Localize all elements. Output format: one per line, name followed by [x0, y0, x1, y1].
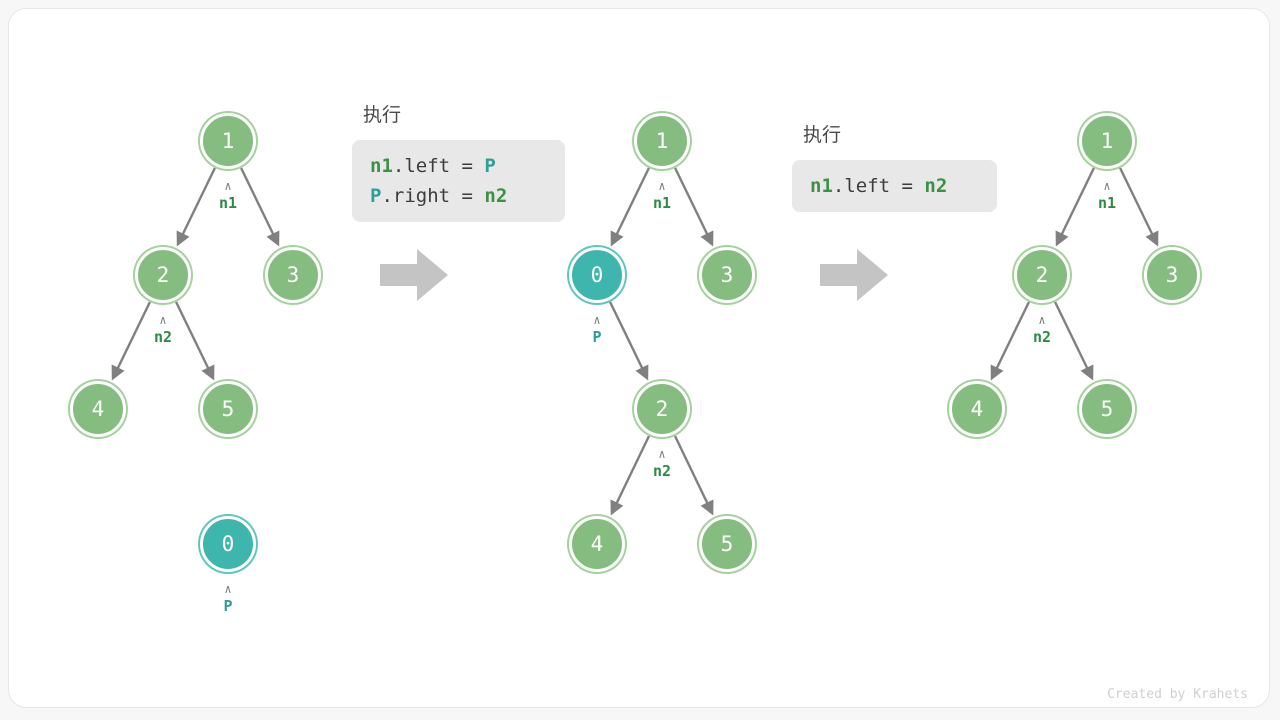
code-token: n2: [484, 185, 508, 207]
tree-node-value: 4: [970, 397, 984, 421]
code-token: P: [370, 185, 382, 207]
caret-icon: ∧: [224, 179, 232, 193]
tree-node-value: 5: [1100, 397, 1114, 421]
tree-node-3[interactable]: 3: [699, 247, 755, 303]
tree-node-5[interactable]: 5: [699, 516, 755, 572]
caption-step-1: 执行: [363, 104, 402, 126]
tree-node-5[interactable]: 5: [1079, 381, 1135, 437]
caption-step-2: 执行: [803, 124, 842, 146]
tree-node-1[interactable]: 1: [1079, 113, 1135, 169]
tree-node-value: 4: [590, 532, 604, 556]
caret-icon: ∧: [1103, 179, 1111, 193]
code-token: P: [484, 155, 496, 177]
pointer-label-n1: ∧n1: [622, 180, 702, 212]
tree-node-5[interactable]: 5: [200, 381, 256, 437]
caret-icon: ∧: [658, 179, 666, 193]
tree-node-value: 0: [590, 263, 604, 287]
tree-node-value: 5: [221, 397, 235, 421]
pointer-label-n2: ∧n2: [622, 448, 702, 480]
tree-node-value: 1: [221, 129, 235, 153]
pointer-label-P: ∧P: [557, 314, 637, 346]
code-token: n1: [370, 155, 393, 177]
tree-node-2[interactable]: 2: [1014, 247, 1070, 303]
tree-node-1[interactable]: 1: [200, 113, 256, 169]
credit-text: Created by Krahets: [1107, 687, 1248, 702]
tree-node-2[interactable]: 2: [135, 247, 191, 303]
caret-icon: ∧: [593, 313, 601, 327]
caret-icon: ∧: [224, 582, 232, 596]
tree-node-value: 5: [720, 532, 734, 556]
tree-node-3[interactable]: 3: [1144, 247, 1200, 303]
pointer-label-text: n1: [1097, 194, 1117, 212]
tree-node-value: 3: [720, 263, 734, 287]
code-line: P.right = n2: [370, 181, 547, 211]
code-line: n1.left = P: [370, 151, 547, 181]
pointer-label-text: n1: [218, 194, 238, 212]
pointer-label-text: P: [592, 328, 602, 346]
pointer-label-text: n1: [652, 194, 672, 212]
caret-icon: ∧: [159, 313, 167, 327]
tree-node-3[interactable]: 3: [265, 247, 321, 303]
tree-node-1[interactable]: 1: [634, 113, 690, 169]
tree-node-value: 2: [655, 397, 669, 421]
code-line: n1.left = n2: [810, 171, 979, 201]
tree-node-value: 2: [156, 263, 170, 287]
pointer-label-P: ∧P: [188, 583, 268, 615]
tree-node-value: 1: [1100, 129, 1114, 153]
tree-node-value: 2: [1035, 263, 1049, 287]
tree-node-value: 0: [221, 532, 235, 556]
caret-icon: ∧: [1038, 313, 1046, 327]
tree-node-value: 3: [286, 263, 300, 287]
codebox-step-2: n1.left = n2: [792, 160, 997, 212]
code-token: .left =: [392, 155, 485, 177]
code-token: .left =: [832, 175, 925, 197]
pointer-label-text: P: [223, 597, 233, 615]
tree-node-0[interactable]: 0: [569, 247, 625, 303]
tree-node-value: 3: [1165, 263, 1179, 287]
tree-node-value: 1: [655, 129, 669, 153]
pointer-label-text: n2: [153, 328, 173, 346]
pointer-label-text: n2: [1032, 328, 1052, 346]
code-token: n2: [924, 175, 948, 197]
tree-node-4[interactable]: 4: [949, 381, 1005, 437]
tree-node-4[interactable]: 4: [569, 516, 625, 572]
code-token: n1: [810, 175, 833, 197]
pointer-label-n1: ∧n1: [1067, 180, 1147, 212]
tree-node-0[interactable]: 0: [200, 516, 256, 572]
tree-node-value: 4: [91, 397, 105, 421]
tree-node-4[interactable]: 4: [70, 381, 126, 437]
caret-icon: ∧: [658, 447, 666, 461]
pointer-label-n2: ∧n2: [123, 314, 203, 346]
pointer-label-n2: ∧n2: [1002, 314, 1082, 346]
code-token: .right =: [381, 185, 485, 207]
pointer-label-n1: ∧n1: [188, 180, 268, 212]
tree-node-2[interactable]: 2: [634, 381, 690, 437]
pointer-label-text: n2: [652, 462, 672, 480]
